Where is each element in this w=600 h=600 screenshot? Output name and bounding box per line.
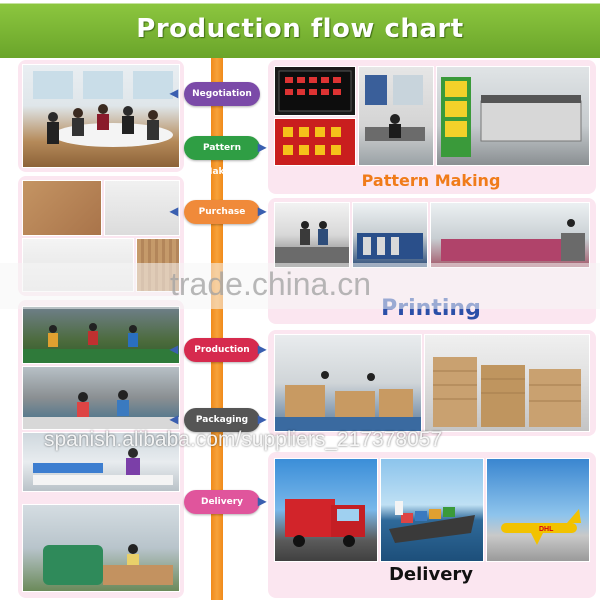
step-purchase: Purchase [184, 200, 260, 224]
meeting-photo [22, 64, 180, 168]
step-production: Production [184, 338, 260, 362]
left-panel-production [18, 300, 184, 598]
cutting-machine-photo [436, 66, 590, 166]
arrow-right-icon: ▸ [258, 341, 267, 358]
caption-delivery: Delivery [388, 564, 474, 585]
cardboard-roll-photo [22, 180, 102, 236]
truck-photo [274, 458, 378, 562]
step-negotiation-label: Negotiation [192, 89, 252, 99]
right-panel-delivery: DHL Delivery [268, 452, 596, 598]
watermark-alibaba-url: spanish.alibaba.com/suppliers_217378057 [44, 428, 443, 451]
printing-photo-3 [430, 202, 590, 268]
workshop-photo-1 [22, 306, 180, 364]
computer-screen-photo [274, 66, 356, 116]
step-packaging: Packaging [184, 408, 260, 432]
arrow-right-icon: ▸ [258, 139, 267, 156]
design-office-photo [358, 66, 434, 166]
watermark-band [0, 263, 600, 309]
arrow-left-icon: ◂ [170, 85, 179, 102]
workshop-photo-3 [22, 432, 180, 492]
left-panel-negotiation [18, 60, 184, 172]
plane-photo: DHL [486, 458, 590, 562]
right-panel-pattern-making: Pattern Making [268, 60, 596, 194]
step-delivery-label: Delivery [200, 497, 244, 507]
step-delivery: Delivery [184, 490, 260, 514]
step-pattern-making-label: Pattern Making [203, 143, 241, 177]
warehouse-photo-1 [274, 334, 422, 432]
right-panel-production [268, 330, 596, 436]
step-purchase-label: Purchase [198, 207, 246, 217]
arrow-right-icon: ▸ [258, 203, 267, 220]
arrow-left-icon: ◂ [170, 341, 179, 358]
arrow-left-icon: ◂ [170, 411, 179, 428]
workshop-photo-4 [22, 504, 180, 592]
arrow-right-icon: ▸ [258, 493, 267, 510]
step-packaging-label: Packaging [195, 415, 249, 425]
printing-photo-1 [274, 202, 350, 268]
paper-roll-photo [104, 180, 180, 236]
arrow-right-icon: ▸ [258, 411, 267, 428]
arrow-left-icon: ◂ [170, 203, 179, 220]
printing-photo-2 [352, 202, 428, 268]
title-bar [0, 0, 600, 58]
page-title: Production flow chart [136, 14, 464, 44]
dhl-logo-text: DHL [539, 526, 554, 533]
watermark-trade-china: trade.china.cn [170, 266, 372, 302]
ship-photo [380, 458, 484, 562]
flow-spine [211, 58, 223, 600]
step-production-label: Production [194, 345, 250, 355]
workshop-photo-2 [22, 366, 180, 430]
warehouse-photo-2 [424, 334, 590, 432]
design-samples-photo [274, 118, 356, 166]
caption-pattern-making: Pattern Making [361, 171, 501, 190]
step-pattern-making: Pattern Making [184, 136, 260, 177]
step-negotiation: Negotiation [184, 82, 260, 106]
